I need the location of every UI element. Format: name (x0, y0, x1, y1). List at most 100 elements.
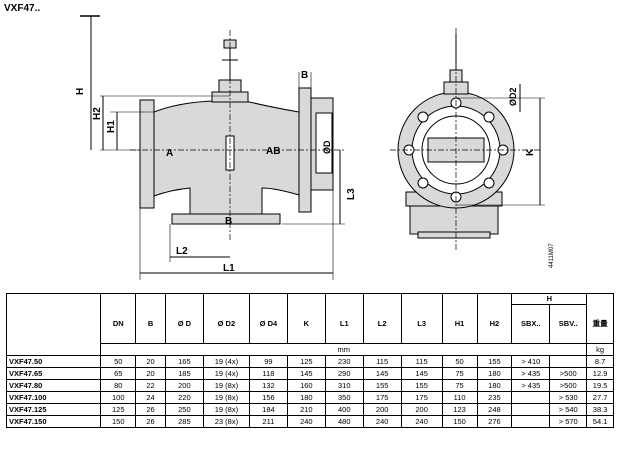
cell: 50 (100, 355, 137, 368)
cell-model: VXF47.125 (5, 403, 102, 416)
cell: > 410 (511, 355, 551, 368)
label-k: K (525, 148, 536, 156)
cell-model: VXF47.65 (5, 367, 102, 380)
cell: 145 (400, 367, 443, 380)
label-h2: H2 (92, 107, 103, 120)
cell: >500 (549, 379, 588, 392)
flange-b (171, 213, 281, 225)
document-title: VXF47.. (4, 3, 41, 14)
label-d2: ØD2 (508, 87, 518, 106)
table-row: VXF47.80 80 22 200 19 (8x) 132 160 310 1… (5, 379, 614, 392)
cell: 54.1 (586, 415, 614, 428)
cell: 200 (164, 379, 204, 392)
cell: 23 (8x) (202, 415, 250, 428)
header-l2: L2 (362, 304, 402, 344)
label-port-b: B (225, 216, 232, 227)
header-b: B (135, 304, 166, 344)
table-unit-row: mm kg (5, 343, 614, 356)
cell: 150 (441, 415, 478, 428)
cell: 165 (164, 355, 204, 368)
label-l1: L1 (223, 263, 235, 274)
cell-model: VXF47.150 (5, 415, 102, 428)
label-od: ØD (322, 140, 332, 154)
unit-mm: mm (100, 343, 588, 356)
cell: 19 (8x) (202, 403, 250, 416)
cell: > 435 (511, 367, 551, 380)
cell: 200 (400, 403, 443, 416)
table-row: VXF47.65 65 20 185 19 (4x) 118 145 290 1… (5, 367, 614, 380)
header-model (5, 304, 102, 344)
cell: 240 (400, 415, 443, 428)
cell: 24 (135, 391, 166, 404)
cell: 132 (248, 379, 288, 392)
header-od2: Ø D2 (202, 304, 250, 344)
cell: 180 (476, 379, 513, 392)
cell: > 435 (511, 379, 551, 392)
header-h1: H1 (441, 304, 478, 344)
cell: 211 (248, 415, 288, 428)
header-od: Ø D (164, 304, 204, 344)
cell: 75 (441, 367, 478, 380)
cell: > 570 (549, 415, 588, 428)
cell: 248 (476, 403, 513, 416)
cell: 38.3 (586, 403, 614, 416)
cell (511, 415, 551, 428)
cell: 26 (135, 403, 166, 416)
cell: 26 (135, 415, 166, 428)
header-weight: 重量 (586, 304, 614, 344)
cell: 310 (324, 379, 364, 392)
figure-number: 4411M07 (549, 243, 555, 268)
cell: 240 (362, 415, 402, 428)
cell: 99 (248, 355, 288, 368)
cell: 175 (400, 391, 443, 404)
header-sbx: SBX.. (511, 304, 551, 344)
header-od4: Ø D4 (248, 304, 288, 344)
cell: 350 (324, 391, 364, 404)
header-h-group: H (511, 293, 588, 305)
cell: 115 (400, 355, 443, 368)
dimensions-table: H DN B Ø D Ø D2 Ø D4 K L1 L2 L3 H1 H2 SB… (5, 293, 614, 428)
cell: > 530 (549, 391, 588, 404)
cell: 180 (476, 367, 513, 380)
cell: 20 (135, 367, 166, 380)
cell: 100 (100, 391, 137, 404)
table-row: VXF47.50 50 20 165 19 (4x) 99 125 230 11… (5, 355, 614, 368)
cell: 155 (362, 379, 402, 392)
cell: 8.7 (586, 355, 614, 368)
cell: 180 (286, 391, 326, 404)
cell: 19 (4x) (202, 355, 250, 368)
header-k: K (286, 304, 326, 344)
cell: 210 (286, 403, 326, 416)
cell: 118 (248, 367, 288, 380)
cell: 80 (100, 379, 137, 392)
header-l3: L3 (400, 304, 443, 344)
label-h: H (75, 88, 86, 95)
cell: 125 (100, 403, 137, 416)
cell (549, 355, 588, 368)
cell: 155 (476, 355, 513, 368)
cell: 145 (362, 367, 402, 380)
cell: 230 (324, 355, 364, 368)
cell: 156 (248, 391, 288, 404)
label-l3: L3 (346, 188, 357, 200)
cell: 50 (441, 355, 478, 368)
table-row: VXF47.150 150 26 285 23 (8x) 211 240 480… (5, 415, 614, 428)
cell (511, 403, 551, 416)
flange-a (139, 99, 155, 209)
cell: 65 (100, 367, 137, 380)
cell: 155 (400, 379, 443, 392)
label-port-ab: AB (266, 146, 280, 157)
cell: 235 (476, 391, 513, 404)
label-port-a: A (166, 148, 173, 159)
cell: 480 (324, 415, 364, 428)
cell: 184 (248, 403, 288, 416)
cell-model: VXF47.100 (5, 391, 102, 404)
cell (511, 391, 551, 404)
cell: 75 (441, 379, 478, 392)
header-l1: L1 (324, 304, 364, 344)
cell: >500 (549, 367, 588, 380)
cell: 20 (135, 355, 166, 368)
cell: 19 (4x) (202, 367, 250, 380)
header-sbv: SBV.. (549, 304, 588, 344)
cell: 22 (135, 379, 166, 392)
